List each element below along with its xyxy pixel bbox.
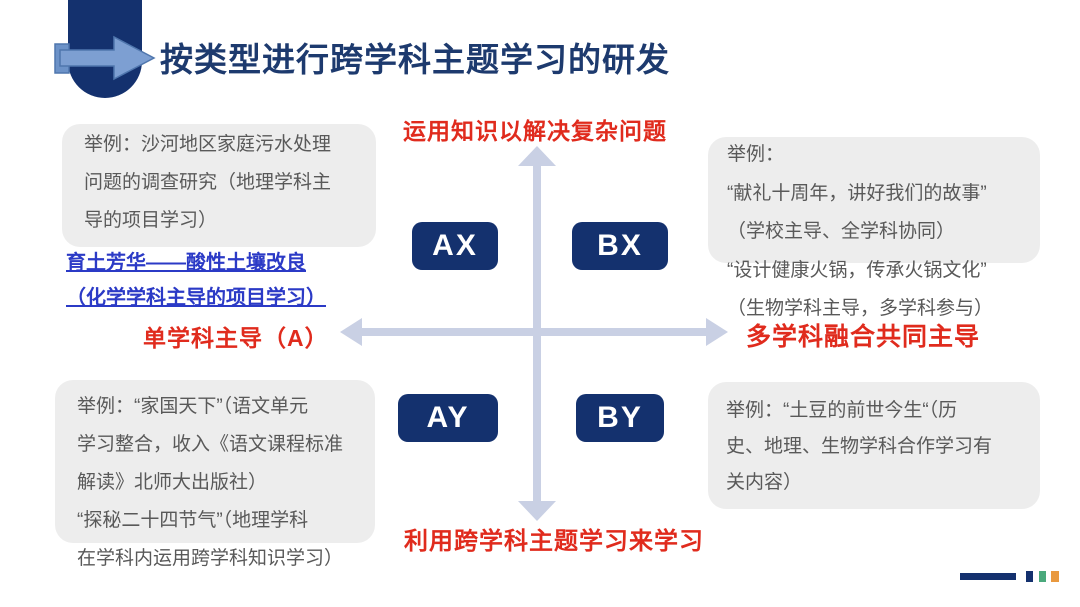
quadrant-chip-by: BY [576, 394, 664, 442]
example-line: 举例：“家国天下”（语文单元 [77, 396, 309, 417]
example-line: 导的项目学习） [84, 210, 218, 231]
example-line: 举例：“土豆的前世今生“（历 [726, 400, 958, 421]
link-line[interactable]: （化学学科主导的项目学习） [66, 287, 326, 309]
example-link-top-left[interactable]: 育土芳华——酸性土壤改良 （化学学科主导的项目学习） [66, 246, 326, 316]
example-line: 解读》北师大出版社） [77, 472, 268, 493]
axis-label-right: 多学科融合共同主导 [746, 323, 981, 351]
example-line: “设计健康火锅，传承火锅文化” [727, 259, 987, 281]
quadrant-chip-ay: AY [398, 394, 498, 442]
example-box-top-right [708, 137, 1040, 263]
example-line: 史、地理、生物学科合作学习有 [726, 436, 993, 457]
axis-arrow-right-icon [706, 318, 728, 346]
example-line: 举例：沙河地区家庭污水处理 [84, 134, 332, 155]
footer-square-orange [1051, 571, 1059, 582]
axis-arrow-down-icon [518, 501, 556, 521]
example-line: （生物学科主导，多学科参与） [727, 298, 994, 319]
example-text-bottom-left: 举例：“家国天下”（语文单元 学习整合，收入《语文课程标准 解读》北师大出版社）… [77, 388, 343, 578]
example-box-top-left [62, 124, 376, 247]
axis-label-top: 运用知识以解决复杂问题 [403, 118, 667, 144]
footer-square-green [1039, 571, 1046, 582]
example-line: 举例： [727, 144, 785, 165]
quadrant-chip-ax: AX [412, 222, 498, 270]
example-text-top-left: 举例：沙河地区家庭污水处理 问题的调查研究（地理学科主 导的项目学习） [84, 126, 331, 240]
example-line: （学校主导、全学科协同） [727, 221, 956, 242]
axis-arrow-up-icon [518, 146, 556, 166]
example-line: 关内容） [726, 472, 803, 493]
example-line: “探秘二十四节气”（地理学科 [77, 510, 309, 531]
example-line: 在学科内运用跨学科知识学习） [77, 548, 344, 569]
axis-arrow-left-icon [340, 318, 362, 346]
example-text-bottom-right: 举例：“土豆的前世今生“（历 史、地理、生物学科合作学习有 关内容） [726, 393, 992, 501]
example-line: 问题的调查研究（地理学科主 [84, 172, 332, 193]
page-title: 按类型进行跨学科主题学习的研发 [160, 41, 670, 78]
right-arrow-icon [54, 35, 156, 81]
link-line[interactable]: 育土芳华——酸性土壤改良 [66, 252, 306, 274]
example-line: 学习整合，收入《语文课程标准 [77, 434, 344, 455]
example-box-bottom-left [55, 380, 375, 543]
footer-square-navy [1026, 571, 1033, 582]
horizontal-axis-line [362, 328, 708, 336]
footer-bar-decoration [960, 573, 1016, 580]
axis-label-bottom: 利用跨学科主题学习来学习 [404, 528, 704, 555]
example-text-top-right: 举例： “献礼十周年，讲好我们的故事” （学校主导、全学科协同） “设计健康火锅… [727, 136, 993, 329]
quadrant-chip-bx: BX [572, 222, 668, 270]
example-line: “献礼十周年，讲好我们的故事” [727, 182, 987, 204]
example-box-bottom-right [708, 382, 1040, 509]
axis-label-left: 单学科主导（A） [143, 325, 329, 351]
